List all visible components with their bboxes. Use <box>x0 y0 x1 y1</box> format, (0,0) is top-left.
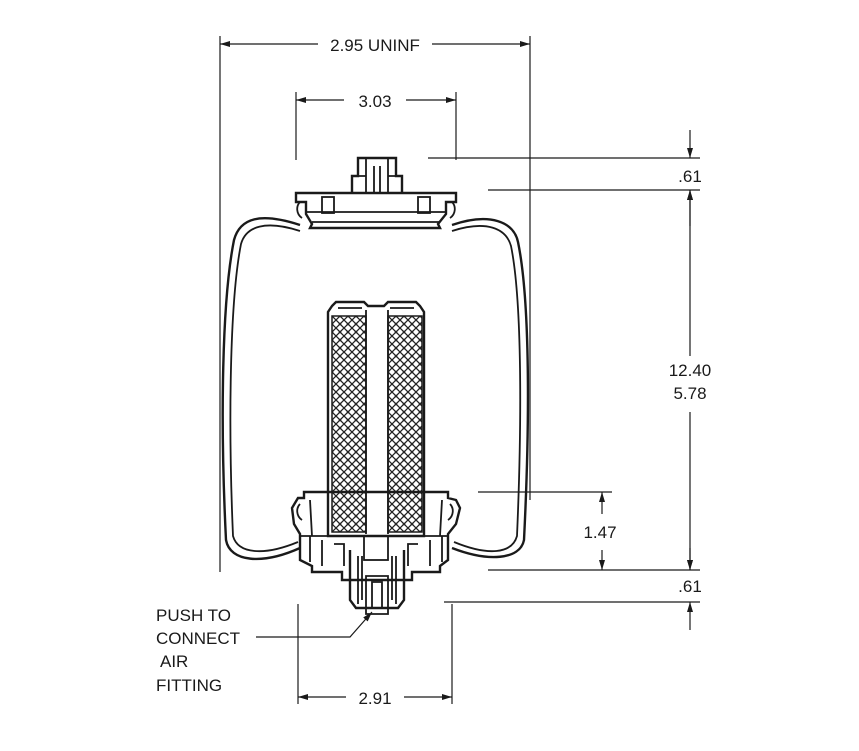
callout-line-3: AIR <box>160 652 188 671</box>
bellows-outline <box>221 217 530 561</box>
dim-height-min: 5.78 <box>673 384 706 403</box>
callout-line-2: CONNECT <box>156 629 240 648</box>
bottom-piston <box>290 490 462 582</box>
dim-bottom-width: 2.91 <box>358 689 391 708</box>
dim-top-offset: .61 <box>678 167 702 186</box>
bumper <box>326 300 426 538</box>
air-spring-body <box>221 156 530 615</box>
dim-top-overall: 2.95 UNINF <box>330 36 420 55</box>
dim-piston-height: 1.47 <box>583 523 616 542</box>
callout-line-1: PUSH TO <box>156 606 231 625</box>
dim-bottom-offset: .61 <box>678 577 702 596</box>
callout-line-4: FITTING <box>156 676 222 695</box>
dimension-lines <box>219 36 700 704</box>
bellows-inner-line <box>229 224 522 553</box>
top-stud <box>350 156 404 193</box>
dim-top-plate: 3.03 <box>358 92 391 111</box>
dim-height-max: 12.40 <box>669 361 712 380</box>
push-to-connect-fitting <box>348 550 406 615</box>
fitting-callout: PUSH TO CONNECT AIR FITTING <box>156 606 240 695</box>
top-bead-plate <box>294 191 458 230</box>
